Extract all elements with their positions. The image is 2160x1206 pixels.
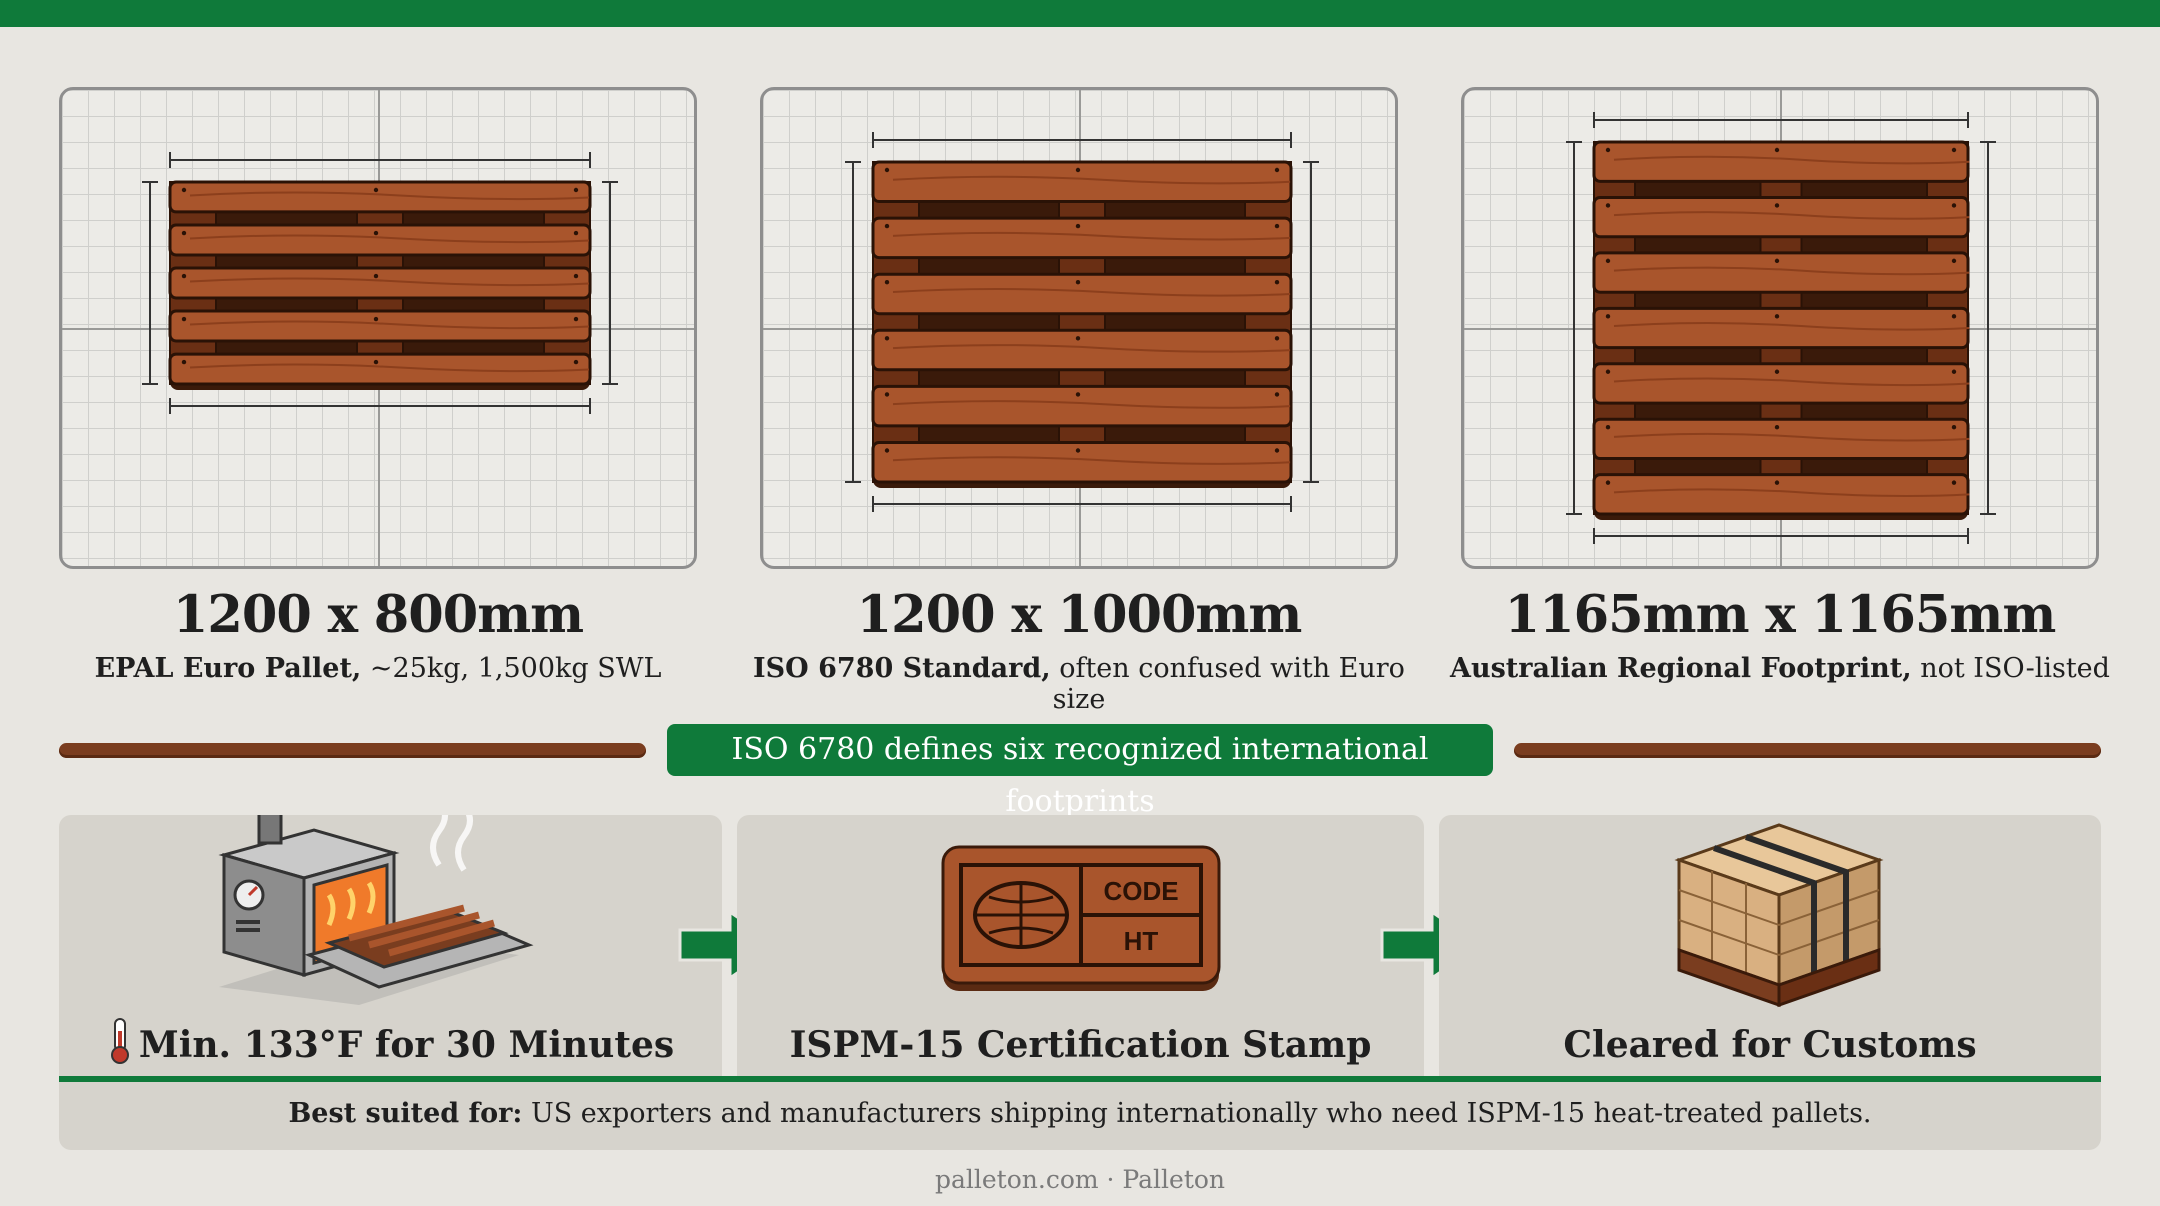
step-label-customs: Cleared for Customs <box>1563 1024 1977 1066</box>
pallet-title-iso: 1200 x 1000mm <box>856 585 1303 645</box>
pallet-desc-iso: ISO 6780 Standard, often confused with E… <box>753 653 1405 715</box>
aus-pallet-board <box>1592 306 1970 350</box>
euro-pallet-board <box>168 352 592 386</box>
iso-pallet-board <box>871 384 1293 428</box>
step-ispm-stamp: CODE HT ISPM-15 Certification Stamp <box>737 815 1424 1080</box>
ispm-stamp-icon: CODE HT <box>941 845 1221 991</box>
aus-pallet-board <box>1592 251 1970 294</box>
iso-pallet-board <box>871 160 1293 204</box>
divider-left <box>59 743 646 758</box>
footer-credit: palleton.com · Palleton <box>934 1165 1226 1194</box>
aus-pallet-board <box>1592 195 1970 239</box>
steps-baseline <box>59 1076 2101 1082</box>
pallet-desc-australian: Australian Regional Footprint, not ISO-l… <box>1450 653 2110 684</box>
pallet-desc-euro: EPAL Euro Pallet, ~25kg, 1,500kg SWL <box>94 653 662 684</box>
iso-banner: ISO 6780 defines six recognized internat… <box>667 724 1493 819</box>
stamp-code-text: CODE <box>1103 876 1178 906</box>
iso-pallet-board <box>871 328 1293 372</box>
iso-pallet-board <box>871 440 1293 484</box>
aus-pallet-board <box>1592 362 1970 405</box>
heat-treatment-oven-icon <box>218 815 534 1005</box>
iso-pallet-stringer <box>1244 161 1292 483</box>
step-label-stamp: ISPM-15 Certification Stamp <box>789 1024 1372 1066</box>
step-label-heat: Min. 133°F for 30 Minutes <box>59 1017 722 1066</box>
euro-pallet-board <box>168 266 592 300</box>
pallet-title-euro: 1200 x 800mm <box>172 585 584 645</box>
aus-pallet-board <box>1592 140 1970 183</box>
divider-right <box>1514 743 2101 758</box>
pallet-panel-australian <box>1461 87 2099 569</box>
pallet-panel-euro <box>59 87 697 569</box>
euro-pallet-board <box>168 180 592 214</box>
australian-pallet-diagram <box>1566 112 1996 544</box>
iso-pallet-board <box>871 272 1293 316</box>
iso-pallet-stringer <box>1058 161 1106 483</box>
pallet-panel-iso <box>760 87 1398 569</box>
step-customs: Cleared for Customs <box>1439 815 2101 1080</box>
step-heat-treatment: Min. 133°F for 30 Minutes <box>59 815 722 1080</box>
euro-pallet-board <box>168 309 592 343</box>
stamp-ht-text: HT <box>1124 926 1159 956</box>
best-suited-note: Best suited for: US exporters and manufa… <box>59 1082 2101 1150</box>
iso-pallet-stringer <box>872 161 920 483</box>
aus-pallet-board <box>1592 417 1970 461</box>
top-accent-bar <box>0 0 2160 27</box>
pallet-title-australian: 1165mm x 1165mm <box>1504 585 2057 645</box>
boxed-pallet-icon <box>1674 823 1884 1008</box>
iso-pallet-diagram <box>845 132 1319 512</box>
thermometer-icon <box>110 1018 129 1064</box>
euro-pallet-board <box>168 223 592 257</box>
iso-pallet-board <box>871 216 1293 260</box>
euro-pallet-diagram <box>142 152 618 414</box>
aus-pallet-board <box>1592 473 1970 516</box>
